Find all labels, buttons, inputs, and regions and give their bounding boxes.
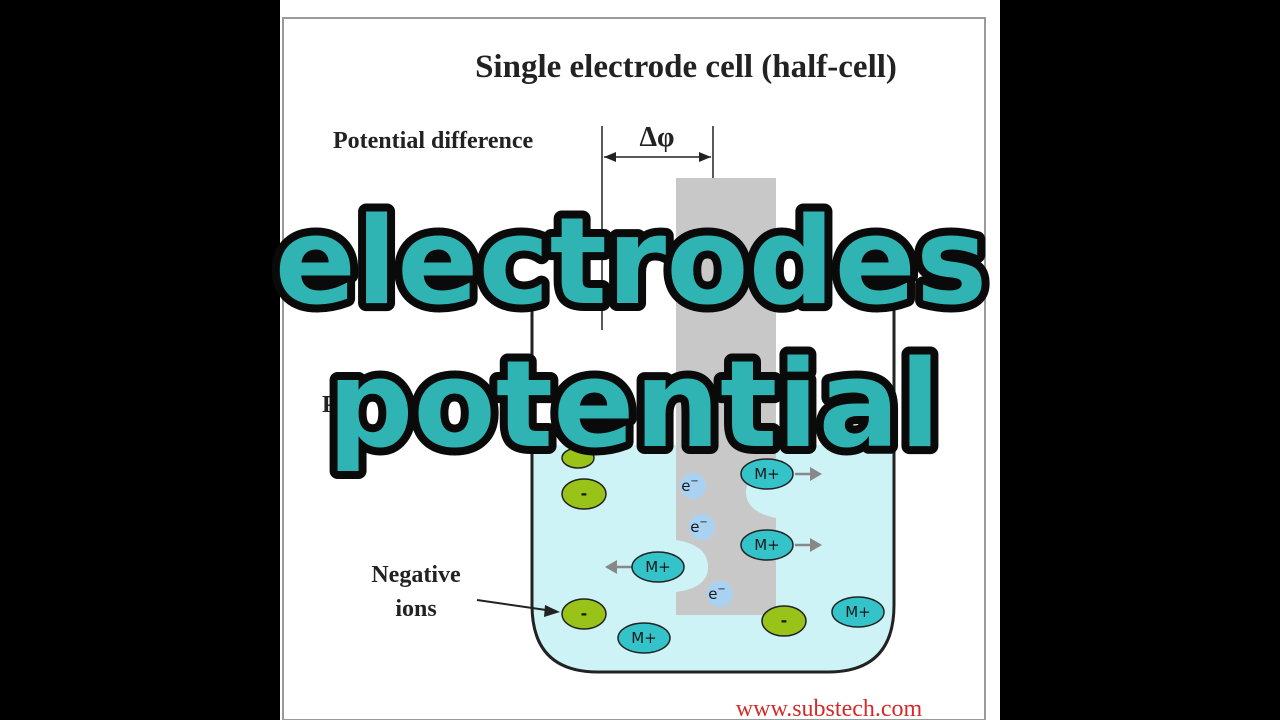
negative-ion: - — [561, 598, 607, 630]
electron: e− — [689, 514, 715, 540]
negative-ion-partial — [561, 447, 595, 469]
diagram-title: Single electrode cell (half-cell) — [475, 49, 897, 85]
negative-ion: - — [561, 478, 607, 510]
negative-ion-shape — [561, 447, 595, 469]
flow-arrow-right-top-head — [810, 467, 822, 481]
dimension-arrowhead-left — [604, 152, 616, 162]
negative-ions-label: Negative — [371, 562, 461, 588]
negative-ions-label-line2: ions — [395, 596, 436, 622]
partial-label: P — [322, 392, 337, 418]
metal-ion-shape — [631, 551, 685, 583]
metal-ion: M+ — [740, 529, 794, 561]
electron-label: e− — [690, 517, 708, 536]
overlay-title-line2: potential — [327, 336, 940, 475]
negative-ion-label: - — [581, 604, 588, 623]
metal-ion-shape — [740, 458, 794, 490]
metal-ion-label: M+ — [645, 558, 671, 576]
beaker — [530, 300, 896, 674]
potential-difference-label: Potential difference — [333, 128, 534, 154]
electron-shape — [680, 473, 706, 499]
electron: e− — [680, 473, 706, 499]
metal-ion-label: M+ — [631, 629, 657, 647]
metal-ion-label: M+ — [845, 603, 871, 621]
overlay-title-line1: electrodes — [275, 193, 988, 332]
flow-arrow-right-mid-head — [810, 538, 822, 552]
negative-ion-shape — [561, 478, 607, 510]
metal-ion-shape — [831, 596, 885, 628]
watermark: www.substech.com — [736, 696, 923, 720]
metal-ion: M+ — [740, 458, 794, 490]
diagram-frame — [282, 17, 986, 720]
ion-flow-arrows — [605, 467, 822, 574]
electron-label: e− — [708, 584, 726, 603]
metal-ion: M+ — [617, 622, 671, 654]
electron: e− — [707, 581, 733, 607]
dimension-arrowhead-right — [699, 152, 711, 162]
negative-ion-shape — [761, 605, 807, 637]
negative-ion-shape — [561, 598, 607, 630]
metal-ion: M+ — [631, 551, 685, 583]
metal-ion: M+ — [831, 596, 885, 628]
metal-ion-shape — [617, 622, 671, 654]
electron-shape — [707, 581, 733, 607]
metal-ion-label: M+ — [754, 536, 780, 554]
negative-ion-label: - — [581, 484, 588, 503]
negative-ions-pointer-head — [544, 605, 560, 617]
electron-label: e− — [681, 476, 699, 495]
flow-arrow-left-head — [605, 560, 617, 574]
negative-ion-label: - — [781, 611, 788, 630]
electron-shape — [689, 514, 715, 540]
metal-ion-label: M+ — [754, 465, 780, 483]
electrode — [676, 178, 776, 615]
negative-ion: - — [761, 605, 807, 637]
delta-phi-label: Δφ — [639, 122, 674, 153]
negative-ions-pointer — [476, 599, 554, 612]
metal-ion-shape — [740, 529, 794, 561]
